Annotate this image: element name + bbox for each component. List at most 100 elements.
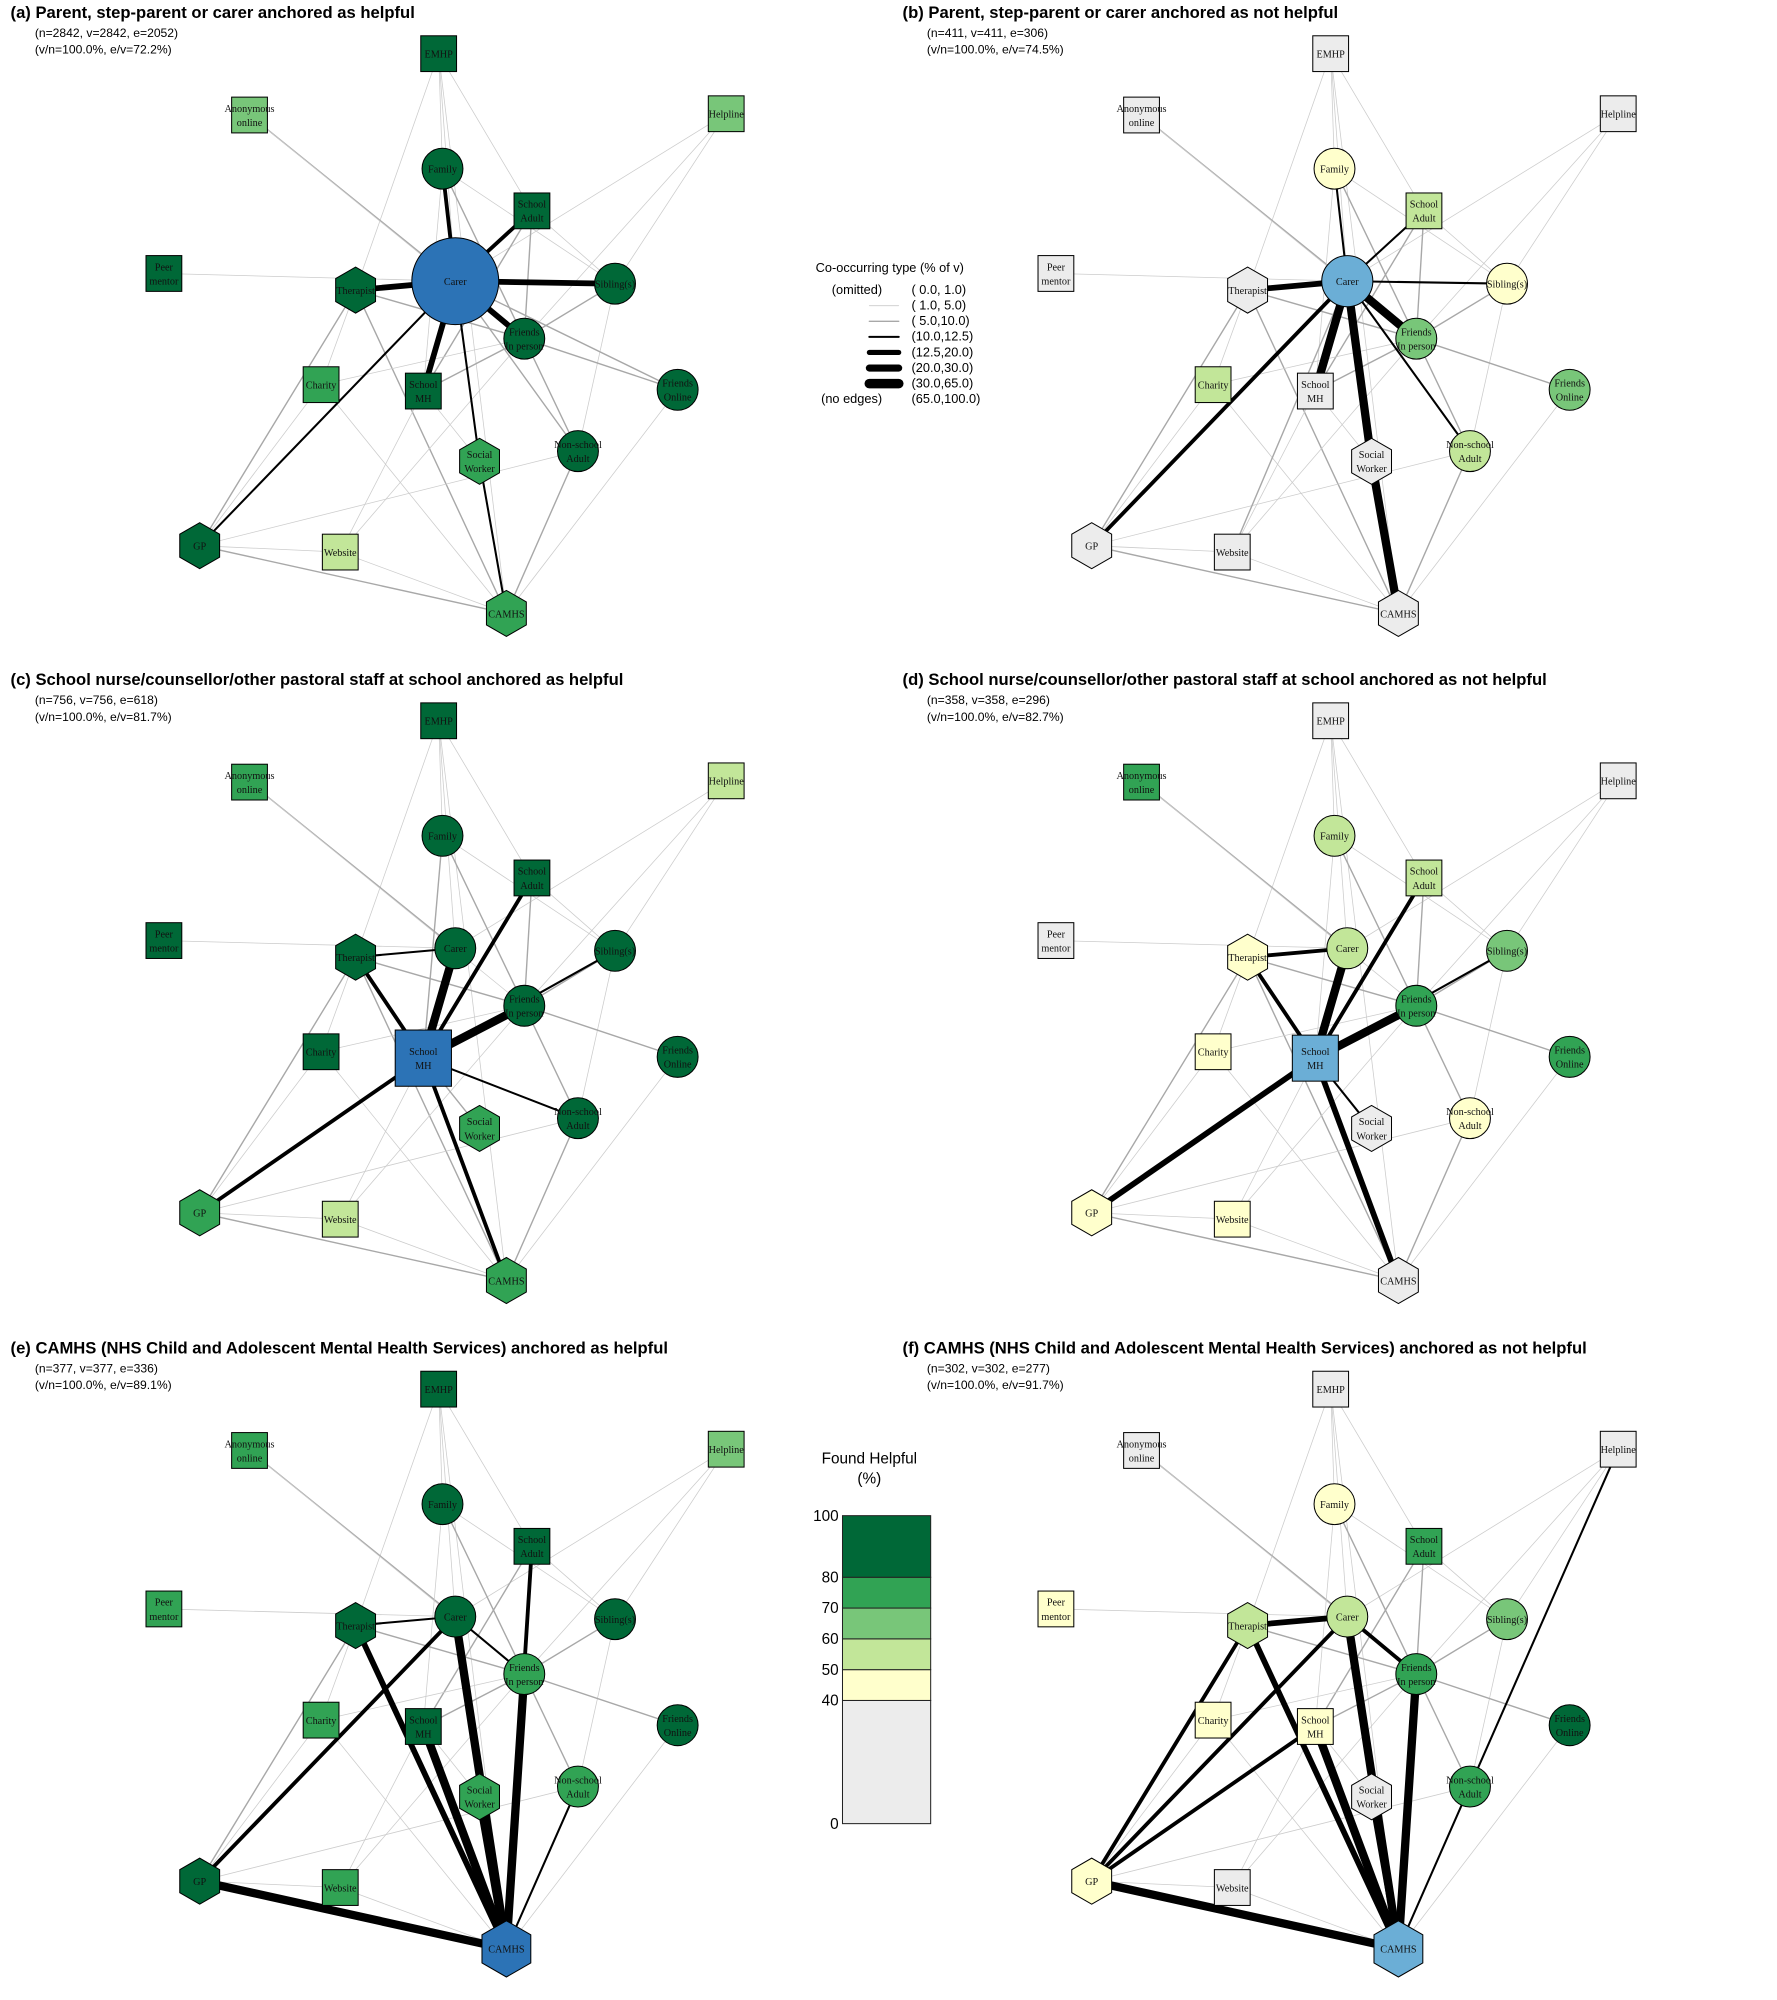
- node-square: [707, 95, 745, 133]
- node-circle: [1449, 430, 1491, 473]
- edge-SocialWorker-CAMHS: [478, 460, 508, 615]
- edge-Therapist-FriendsIP: [1246, 956, 1417, 1007]
- node-label: Peer: [155, 262, 174, 273]
- node-Therapist: Therapist: [1227, 933, 1269, 981]
- node-square: [1312, 35, 1350, 73]
- edge-Carer-GP: [198, 280, 457, 547]
- edge-FriendsOnline-CAMHS: [506, 1056, 679, 1281]
- edge-GP-NonSchool: [199, 450, 579, 547]
- edges: [1055, 720, 1619, 1284]
- edge-GP-Website: [1091, 545, 1233, 553]
- edge-SchoolMH-Family: [422, 835, 444, 1059]
- node-label: School: [1301, 1047, 1330, 1058]
- edge-GP-Carer: [197, 1614, 458, 1884]
- node-square: [1194, 366, 1232, 404]
- node-Therapist: Therapist: [335, 933, 377, 981]
- edge-Helpline-Siblings: [614, 113, 727, 285]
- edge-Siblings-NonSchool: [577, 950, 616, 1119]
- node-label: Non-school: [554, 1107, 602, 1118]
- node-label: Anonymous: [1117, 771, 1167, 782]
- node-square: [1123, 1432, 1160, 1469]
- node-label: School: [1410, 1535, 1439, 1546]
- node-label: Therapist: [336, 1621, 375, 1632]
- node-circle: [1313, 147, 1356, 190]
- edge-Helpline-Carer: [1346, 1448, 1619, 1617]
- node-label: GP: [1085, 1877, 1098, 1888]
- node-label: Helpline: [709, 110, 745, 121]
- node-CAMHS: CAMHS: [485, 589, 527, 638]
- node-label: Sibling(s): [1487, 947, 1527, 958]
- node-label: EMHP: [424, 717, 453, 728]
- edge-SchoolMH-GP: [197, 1056, 426, 1215]
- node-square: [302, 366, 340, 404]
- panel-title: (b) Parent, step-parent or carer anchore…: [903, 3, 1339, 22]
- node-label: In person: [1397, 1009, 1435, 1020]
- edge-legend-range: ( 5.0,10.0): [912, 313, 970, 328]
- node-label: Online: [1556, 1728, 1584, 1739]
- edge-Website-FriendsIP: [1231, 338, 1417, 553]
- color-tick: 100: [813, 1508, 839, 1525]
- edge-Carer-NonSchool: [1346, 280, 1471, 453]
- edge-Peer-Carer: [163, 273, 456, 282]
- node-label: Friends: [509, 1663, 540, 1674]
- edge-EMHP-SchoolAdult: [438, 1388, 533, 1547]
- edge-Carer-SocialWorker: [1343, 276, 1376, 466]
- edge-Charity-FriendsIP: [320, 1005, 525, 1053]
- network-panel: (a) Parent, step-parent or carer anchore…: [11, 3, 745, 638]
- edge-Helpline-Siblings: [1506, 1448, 1619, 1620]
- edge-EMHP-SchoolAdult: [1330, 1388, 1425, 1547]
- node-square: [707, 762, 745, 800]
- edge-Family-SchoolMH: [422, 1503, 443, 1727]
- node-square: [1312, 702, 1350, 740]
- network-panel: (c) School nurse/counsellor/other pastor…: [11, 670, 745, 1305]
- node-label: Social: [467, 1786, 493, 1797]
- node-hexagon: [1071, 1189, 1113, 1237]
- node-EMHP: EMHP: [1312, 702, 1350, 740]
- node-square: [420, 35, 458, 73]
- node-square: [1123, 763, 1160, 801]
- node-Website: Website: [321, 1200, 359, 1238]
- node-label: mentor: [1041, 276, 1071, 287]
- edge-Siblings-NonSchool: [1469, 283, 1508, 452]
- node-square: [321, 1869, 359, 1906]
- panel-title: (f) CAMHS (NHS Child and Adolescent Ment…: [903, 1338, 1587, 1357]
- edge-legend-range: ( 1.0, 5.0): [912, 298, 967, 313]
- color-band: [841, 1638, 932, 1671]
- node-Helpline: Helpline: [1599, 762, 1637, 800]
- node-label: Social: [1359, 1117, 1385, 1128]
- node-circle: [421, 147, 464, 190]
- edge-EMHP-Therapist: [355, 53, 440, 291]
- node-label: Carer: [1336, 277, 1359, 288]
- node-label: School: [1301, 380, 1330, 391]
- node-hexagon: [1377, 1256, 1419, 1305]
- node-Carer: Carer: [1326, 1595, 1369, 1638]
- node-label: Online: [664, 1060, 692, 1071]
- edge-legend-range: (12.5,20.0): [912, 344, 974, 359]
- node-label: Family: [1320, 832, 1350, 843]
- edge-CAMHS-SchoolMH: [1311, 1722, 1403, 1954]
- node-label: Worker: [464, 464, 495, 475]
- edge-SchoolAdult-FriendsIP: [1415, 210, 1425, 340]
- node-label: Friends: [1554, 1046, 1585, 1057]
- color-band: [841, 1699, 932, 1825]
- node-hexagon: [481, 1920, 532, 1978]
- node-label: EMHP: [1316, 717, 1345, 728]
- node-Charity: Charity: [302, 1701, 340, 1739]
- node-square: [321, 533, 359, 571]
- edge-Carer-Siblings: [1346, 280, 1509, 285]
- node-label: Online: [1556, 393, 1584, 404]
- edge-Therapist-GP: [1090, 289, 1249, 547]
- edge-NonSchool-CAMHS: [505, 450, 579, 615]
- edge-Charity-GP: [199, 1719, 322, 1882]
